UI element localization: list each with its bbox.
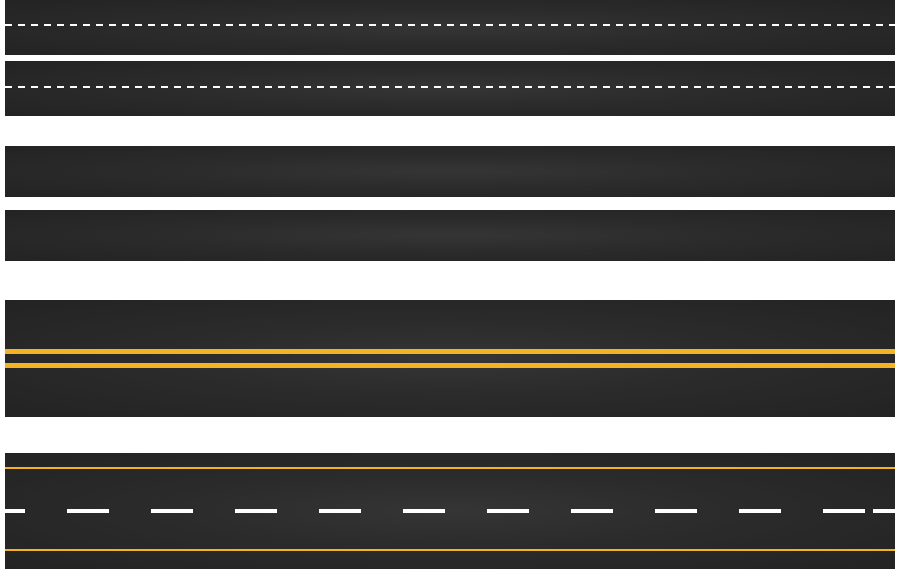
road-double-yellow [5, 300, 895, 417]
dashed-white-centerline [5, 509, 895, 513]
solid-yellow-edge-top [5, 467, 895, 469]
road-yellow-edges-white-dashes [5, 453, 895, 569]
solid-yellow-line-lower [5, 363, 895, 368]
solid-yellow-line-upper [5, 349, 895, 354]
dashed-white-centerline [5, 24, 895, 26]
road-dashed-white-2 [5, 61, 895, 116]
road-plain-1 [5, 146, 895, 197]
solid-yellow-edge-bottom [5, 549, 895, 551]
road-plain-2 [5, 210, 895, 261]
dashed-white-centerline [5, 86, 895, 88]
road-dashed-white-1 [5, 0, 895, 55]
